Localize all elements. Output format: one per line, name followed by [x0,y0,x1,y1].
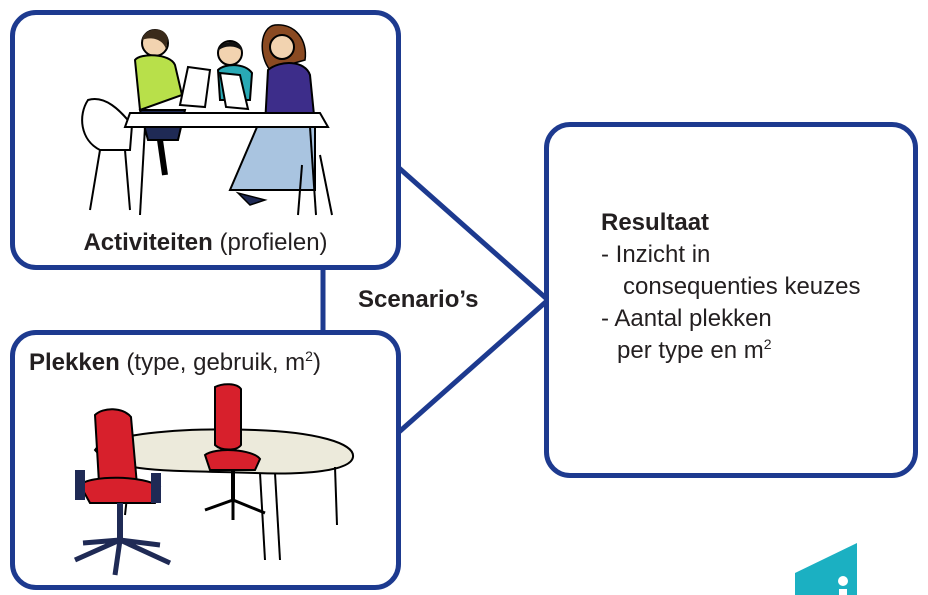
arrow-line-top [397,166,550,302]
arrow-line-bottom [397,298,550,434]
places-title: Plekken [29,349,120,376]
result-line-4: per type en m2 [617,336,772,364]
places-subtitle: (type, gebruik, m2) [126,348,321,376]
activities-title: Activiteiten [83,229,213,256]
activities-box: Activiteiten (profielen) [10,10,401,270]
logo-mark [795,543,857,595]
places-caption: Plekken (type, gebruik, m2) [29,349,321,377]
result-title: Resultaat [601,209,710,236]
result-line-3: - Aantal plekken [601,305,772,332]
result-line-1: - Inzicht in [601,241,711,268]
result-line-2: consequenties keuzes [623,273,861,300]
chairs-and-desk-illustration [73,383,354,576]
places-box: Plekken (type, gebruik, m2) [10,330,401,590]
scenarios-label: Scenario’s [358,286,479,313]
activities-caption: Activiteiten (profielen) [15,229,396,257]
people-at-table-illustration [81,24,333,216]
result-box: Resultaat - Inzicht in consequenties keu… [544,122,918,478]
result-text: Resultaat - Inzicht in consequenties keu… [601,207,861,367]
activities-subtitle: (profielen) [219,229,328,256]
